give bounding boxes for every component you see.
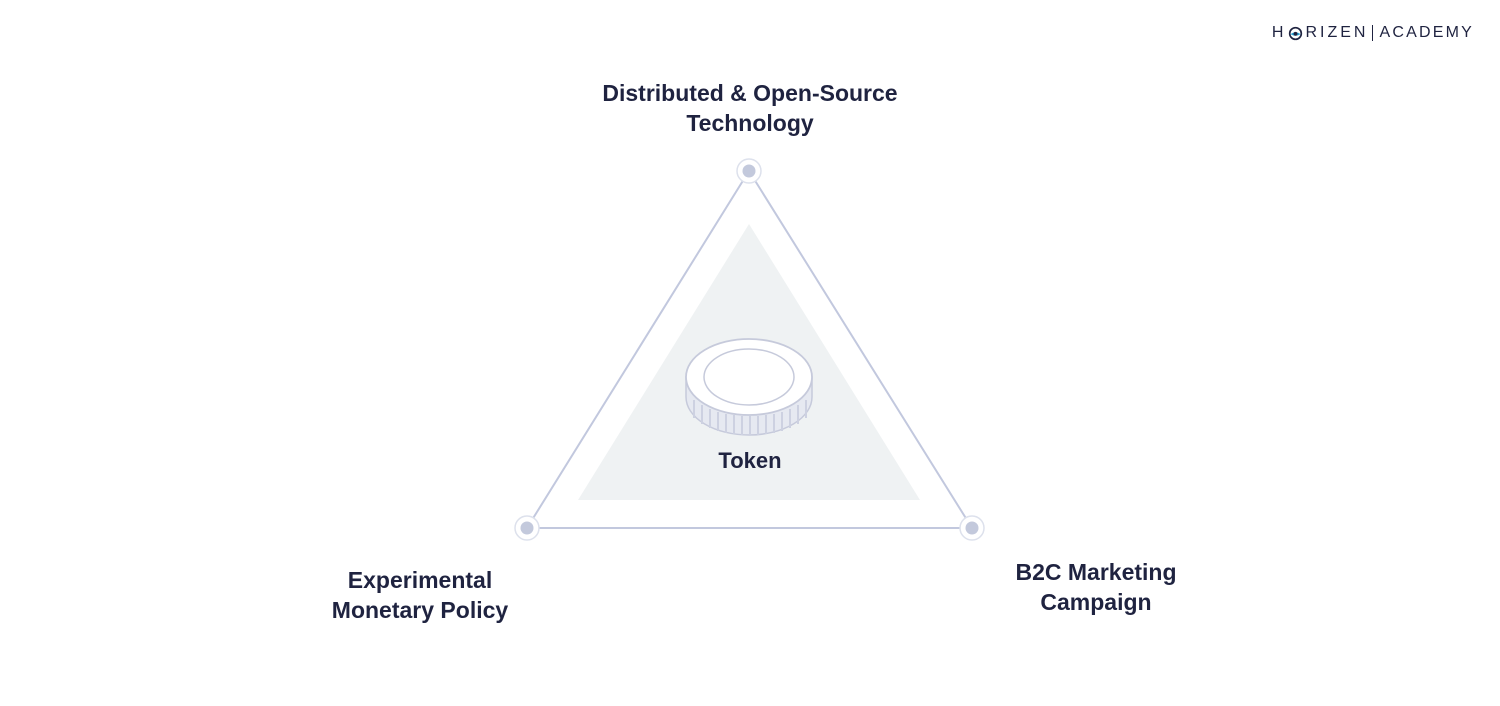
node-top — [736, 158, 762, 184]
horizen-o-icon — [1289, 26, 1303, 40]
horizen-academy-logo: H RIZEN ACADEMY — [1272, 24, 1474, 42]
logo-divider — [1372, 25, 1374, 41]
node-left — [514, 515, 540, 541]
vertex-label-right-line2: Campaign — [1040, 589, 1152, 615]
coin-icon — [685, 338, 813, 436]
logo-letter-h: H — [1271, 24, 1287, 41]
vertex-label-top: Distributed & Open-Source Technology — [550, 78, 950, 138]
logo-academy-text: ACADEMY — [1379, 24, 1474, 41]
horizen-wordmark: H RIZEN — [1272, 24, 1369, 42]
vertex-label-top-line1: Distributed & Open-Source — [602, 80, 898, 106]
vertex-label-left-line1: Experimental — [347, 567, 493, 593]
center-label-token: Token — [718, 448, 782, 473]
vertex-label-right: B2C Marketing Campaign — [946, 557, 1246, 617]
logo-letters-rizen: RIZEN — [1305, 24, 1369, 41]
vertex-label-right-line1: B2C Marketing — [1015, 559, 1177, 585]
vertex-label-left-line2: Monetary Policy — [331, 597, 509, 623]
vertex-label-left: Experimental Monetary Policy — [270, 565, 570, 625]
outer-triangle — [525, 169, 974, 529]
node-right — [959, 515, 985, 541]
vertex-label-top-line2: Technology — [686, 110, 814, 136]
